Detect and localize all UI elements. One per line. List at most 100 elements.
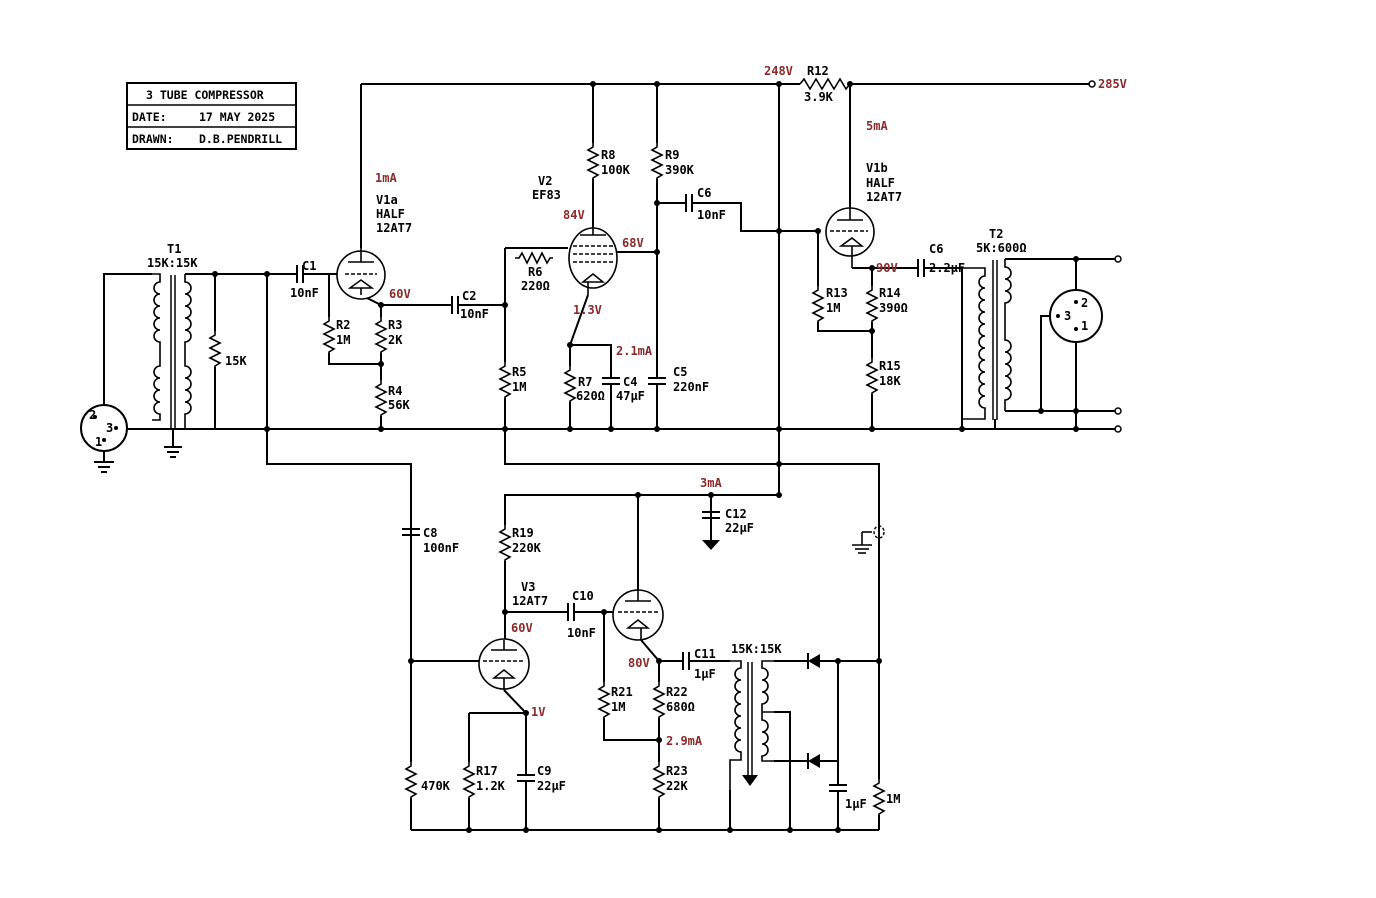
label-r17-name: R17 [476, 764, 498, 778]
capacitors [296, 194, 925, 792]
label-r2-name: R2 [336, 318, 350, 332]
label-c4-name: C4 [623, 375, 637, 389]
tube-v1b [825, 207, 875, 268]
label-r15-name: R15 [879, 359, 901, 373]
capacitor-c11 [682, 652, 690, 670]
label-r23-value: 22K [666, 779, 688, 793]
label-1uf-rect: 1μF [845, 797, 867, 811]
label-v3-name: V3 [521, 580, 535, 594]
label-r9-name: R9 [665, 148, 679, 162]
label-v1b-cathode-v: 90V [876, 261, 898, 275]
label-r9-value: 390K [665, 163, 695, 177]
label-r13-name: R13 [826, 286, 848, 300]
label-v3-anode-v: 60V [511, 621, 533, 635]
label-r6-value: 220Ω [521, 279, 550, 293]
ground-icon [94, 461, 114, 473]
drawn-label: DRAWN: [132, 132, 174, 146]
label-r22-value: 680Ω [666, 700, 695, 714]
capacitor-c4 [602, 377, 620, 385]
label-v2-screen-v: 68V [622, 236, 644, 250]
label-c10-name: C10 [572, 589, 594, 603]
label-v1b-half: HALF [866, 176, 895, 190]
resistor-r6 [515, 251, 553, 265]
capacitor-c12 [702, 511, 720, 540]
label-c2-value: 10nF [460, 307, 489, 321]
label-r8-value: 100K [601, 163, 631, 177]
label-15k: 15K [225, 354, 247, 368]
label-v3-supply-i: 3mA [700, 476, 722, 490]
label-r22-name: R22 [666, 685, 688, 699]
label-c11-name: C11 [694, 647, 716, 661]
label-r12-value: 3.9K [804, 90, 834, 104]
label-t3-ratio: 15K:15K [731, 642, 782, 656]
xlr-in-pin2: 2 [89, 408, 96, 422]
label-c9-value: 22μF [537, 779, 566, 793]
label-t2-name: T2 [989, 227, 1003, 241]
label-285v: 285V [1098, 77, 1127, 91]
label-v3-cathode2-v: 80V [628, 656, 650, 670]
label-c12-value: 22μF [725, 521, 754, 535]
title-text: 3 TUBE COMPRESSOR [146, 88, 264, 102]
label-v2-cathode-v: 1.3V [573, 303, 602, 317]
label-r14-value: 390Ω [879, 301, 908, 315]
label-c1-value: 10nF [290, 286, 319, 300]
diodes [807, 653, 820, 769]
transformer-t1 [152, 273, 192, 429]
date-value: 17 MAY 2025 [199, 110, 275, 124]
label-r8-name: R8 [601, 148, 615, 162]
xlr-in-pin3: 3 [106, 421, 113, 435]
diode-icon [807, 653, 820, 669]
label-248v: 248V [764, 64, 793, 78]
label-r4-name: R4 [388, 384, 402, 398]
label-c9-name: C9 [537, 764, 551, 778]
label-c5-value: 220nF [673, 380, 709, 394]
xlr-out-pin2: 2 [1081, 296, 1088, 310]
label-c2-name: C2 [462, 289, 476, 303]
label-t1-ratio: 15K:15K [147, 256, 198, 270]
label-r7-value: 620Ω [576, 389, 605, 403]
label-v3-type: 12AT7 [512, 594, 548, 608]
capacitor-c2 [451, 296, 459, 314]
capacitor-c1 [296, 265, 304, 283]
xlr-out-pin1: 1 [1081, 319, 1088, 333]
title-block: 3 TUBE COMPRESSOR DATE: 17 MAY 2025 DRAW… [126, 82, 297, 150]
tube-v3a [478, 638, 530, 690]
label-v2-current: 2.1mA [616, 344, 653, 358]
wiring [103, 77, 1122, 831]
label-c6a-value: 10nF [697, 208, 726, 222]
label-v2-name: V2 [538, 174, 552, 188]
date-label: DATE: [132, 110, 167, 124]
label-r17-value: 1.2K [476, 779, 506, 793]
xlr-input-connector: 2 1 3 [80, 404, 128, 452]
label-5ma: 5mA [866, 119, 888, 133]
ground-symbols [94, 429, 885, 786]
resistors [208, 142, 886, 816]
capacitor-c8 [402, 464, 420, 536]
ground-icon [164, 429, 182, 458]
label-r6-name: R6 [528, 265, 542, 279]
label-c6b-value: 2.2μF [929, 261, 965, 275]
label-t2-ratio: 5K:600Ω [976, 241, 1027, 255]
label-c11-value: 1μF [694, 667, 716, 681]
label-v2-anode-v: 84V [563, 208, 585, 222]
label-c8-value: 100nF [423, 541, 459, 555]
xlr-in-pin1: 1 [95, 435, 102, 449]
label-r3-value: 2K [388, 333, 403, 347]
label-c12-name: C12 [725, 507, 747, 521]
ground-icon [702, 540, 720, 550]
label-c6b-name: C6 [929, 242, 943, 256]
capacitor-c10 [567, 603, 575, 621]
label-t1-name: T1 [167, 242, 181, 256]
label-c8-name: C8 [423, 526, 437, 540]
label-v1b-type: 12AT7 [866, 190, 902, 204]
label-c4-value: 47μF [616, 389, 645, 403]
label-v1a-cathode-v: 60V [389, 287, 411, 301]
capacitor-1uf-rect [829, 784, 847, 792]
diode-icon [807, 753, 820, 769]
label-v1a-current: 1mA [375, 171, 397, 185]
label-r13-value: 1M [826, 301, 840, 315]
label-r5-name: R5 [512, 365, 526, 379]
capacitor-c6b [917, 259, 925, 277]
junction-dots [212, 81, 1079, 833]
